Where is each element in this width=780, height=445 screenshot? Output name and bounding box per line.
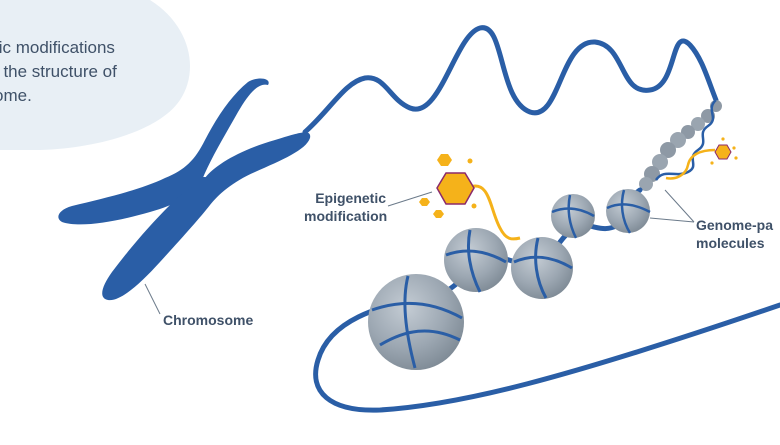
chromosome-label: Chromosome <box>163 312 254 328</box>
condensed-chromatin-coil <box>639 99 722 191</box>
genome-molecules-label: Genome-pa molecules <box>696 217 774 251</box>
epigenetic-modification-label: Epigenetic modification <box>304 190 388 224</box>
nucleosome-5 <box>606 189 651 234</box>
epigenetic-mark-small <box>665 137 738 180</box>
chromatin-strand-upper <box>302 25 719 135</box>
chromosome-shape <box>58 78 311 301</box>
caption-text: tic modifications t the structure of ome… <box>0 38 117 105</box>
nucleosome-2 <box>444 228 508 293</box>
nucleosome-3 <box>511 237 573 299</box>
caption-bubble <box>0 0 190 150</box>
epigenetic-mark-large <box>419 154 521 241</box>
genome-leader-line-2 <box>664 189 695 223</box>
nucleosome-4 <box>551 194 595 239</box>
nucleosome-large <box>368 274 464 370</box>
genome-leader-line-1 <box>649 217 695 223</box>
chromosome-leader-line <box>144 283 161 315</box>
epigenetic-leader-line <box>387 191 433 207</box>
